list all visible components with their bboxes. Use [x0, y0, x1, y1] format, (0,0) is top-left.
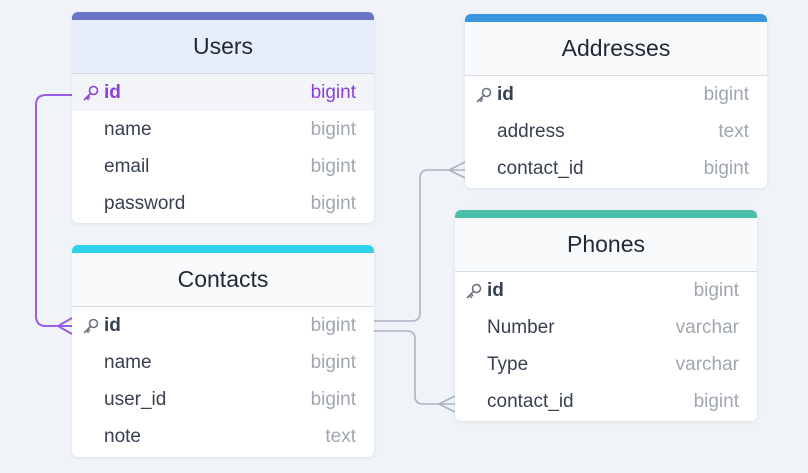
field-name: id: [104, 81, 121, 103]
field-list: id bigint name bigint user_id bigint note text: [72, 307, 374, 455]
field-name: id: [487, 279, 504, 301]
table-title[interactable]: Phones: [455, 218, 757, 272]
field-row-id[interactable]: id bigint: [72, 307, 374, 344]
field-row-contact_id[interactable]: contact_id bigint: [465, 150, 767, 187]
field-name: name: [104, 118, 152, 140]
field-type: text: [718, 120, 749, 142]
field-type: bigint: [310, 81, 356, 103]
field-name: address: [497, 120, 565, 142]
field-name: email: [104, 155, 150, 177]
field-type: bigint: [703, 83, 749, 105]
table-accent: [455, 210, 757, 218]
field-name: id: [104, 314, 121, 336]
field-row-email[interactable]: email bigint: [72, 148, 374, 185]
field-name: Type: [487, 353, 529, 375]
field-row-contact_id[interactable]: contact_id bigint: [455, 383, 757, 420]
table-title[interactable]: Users: [72, 20, 374, 74]
field-type: bigint: [310, 388, 356, 410]
field-type: bigint: [310, 314, 356, 336]
field-row-password[interactable]: password bigint: [72, 185, 374, 222]
field-name: contact_id: [497, 157, 584, 179]
field-name: Number: [487, 316, 555, 338]
relation-users-contacts[interactable]: [35, 94, 72, 327]
field-list: id bigint name bigint email bigint password big…: [72, 74, 374, 222]
field-list: id bigint address text contact_id bigint: [465, 76, 767, 187]
field-row-id[interactable]: id bigint: [465, 76, 767, 113]
field-row-address[interactable]: address text: [465, 113, 767, 150]
field-type: bigint: [693, 390, 739, 412]
field-row-user_id[interactable]: user_id bigint: [72, 381, 374, 418]
field-type: varchar: [675, 316, 739, 338]
table-title[interactable]: Addresses: [465, 22, 767, 76]
field-name: name: [104, 351, 152, 373]
field-type: bigint: [310, 155, 356, 177]
field-type: bigint: [310, 351, 356, 373]
field-name: contact_id: [487, 390, 574, 412]
field-row-name[interactable]: name bigint: [72, 344, 374, 381]
field-type: varchar: [675, 353, 739, 375]
table-accent: [465, 14, 767, 22]
field-type: text: [325, 425, 356, 447]
field-name: user_id: [104, 388, 167, 410]
table-contacts[interactable]: Contacts id bigint name bigint user_id bigint…: [72, 245, 374, 457]
field-type: bigint: [310, 118, 356, 140]
field-type: bigint: [310, 192, 356, 214]
relation-contacts-phones[interactable]: [374, 330, 455, 405]
crowfoot-users-contacts: [57, 317, 73, 335]
field-row-id[interactable]: id bigint: [72, 74, 374, 111]
crowfoot-contacts-phones: [438, 395, 456, 413]
field-type: bigint: [693, 279, 739, 301]
field-row-id[interactable]: id bigint: [455, 272, 757, 309]
field-row-type[interactable]: Type varchar: [455, 346, 757, 383]
field-name: note: [104, 425, 141, 447]
field-row-name[interactable]: name bigint: [72, 111, 374, 148]
table-addresses[interactable]: Addresses id bigint address text contact_id b…: [465, 14, 767, 188]
field-name: password: [104, 192, 186, 214]
table-title[interactable]: Contacts: [72, 253, 374, 307]
field-name: id: [497, 83, 514, 105]
field-row-note[interactable]: note text: [72, 418, 374, 455]
table-accent: [72, 12, 374, 20]
crowfoot-contacts-addresses: [448, 161, 466, 179]
field-type: bigint: [703, 157, 749, 179]
field-row-number[interactable]: Number varchar: [455, 309, 757, 346]
relation-contacts-addresses[interactable]: [374, 169, 465, 322]
table-accent: [72, 245, 374, 253]
